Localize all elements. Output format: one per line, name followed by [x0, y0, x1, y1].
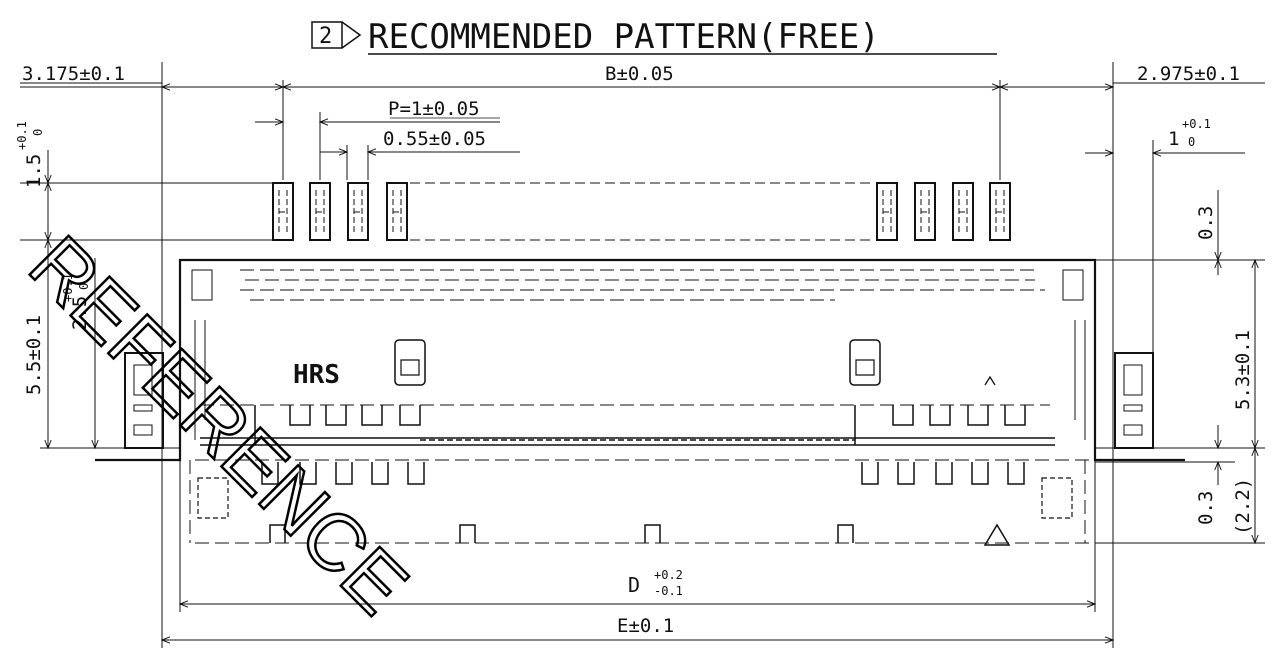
- dim-right-tab-width-main: 1: [1168, 128, 1179, 150]
- title-text: RECOMMENDED PATTERN(FREE): [368, 17, 880, 57]
- dim-left-25-tol-minus: 0: [77, 283, 91, 290]
- pad: [952, 182, 974, 241]
- left-tab-pad: [124, 352, 164, 449]
- polarity-marker: [849, 339, 881, 386]
- dim-left-25-tol-plus: +0.1: [61, 273, 75, 302]
- dim-b-width: B±0.05: [605, 63, 674, 85]
- dim-left-25: 2.5 +0.1 0: [61, 273, 91, 330]
- bottom-dimensions: [160, 460, 1115, 644]
- logo-mark: HRS: [293, 360, 340, 390]
- dim-right-53: 5.3±0.1: [1232, 330, 1254, 410]
- pad-row: [272, 182, 1011, 241]
- pad: [989, 182, 1011, 241]
- dim-right-03-bottom: 0.3: [1195, 491, 1217, 525]
- dim-pad-height: 1.5 +0.1 0: [15, 121, 45, 188]
- dim-d-main: D: [628, 573, 640, 597]
- title-block: 2 RECOMMENDED PATTERN(FREE): [311, 17, 997, 57]
- pad: [386, 182, 408, 241]
- pad: [914, 182, 936, 241]
- dim-pitch: P=1±0.05: [388, 98, 480, 120]
- dim-left-margin: 3.175±0.1: [22, 63, 125, 85]
- dim-d-tol-plus: +0.2: [654, 568, 683, 582]
- dim-left-55: 5.5±0.1: [23, 315, 45, 395]
- dim-right-03-top: 0.3: [1195, 206, 1217, 240]
- pad: [272, 182, 294, 241]
- top-dimensions: [20, 62, 1265, 648]
- connector-body: [95, 258, 1185, 546]
- polarity-marker: [394, 339, 426, 386]
- dim-left-25-main: 2.5: [69, 296, 91, 330]
- title-marker-box: [311, 21, 343, 49]
- dim-right-22: (2.2): [1232, 478, 1254, 535]
- dim-pad-height-tol-plus: +0.1: [15, 121, 29, 150]
- dim-e-width: E±0.1: [617, 615, 674, 637]
- dim-right-tab-width-tol-minus: 0: [1188, 135, 1195, 149]
- pin1-marker: [984, 375, 996, 386]
- dim-right-margin: 2.975±0.1: [1137, 63, 1240, 85]
- title-marker-arrow: [341, 21, 362, 49]
- pad: [347, 182, 369, 241]
- pin1-marker: [983, 523, 1011, 546]
- dim-right-tab-width: 1 +0.1 0: [1168, 117, 1211, 150]
- dim-pad-height-main: 1.5: [23, 154, 45, 188]
- pad: [309, 182, 331, 241]
- dim-d: D +0.2 -0.1: [628, 568, 683, 598]
- dim-right-tab-width-tol-plus: +0.1: [1182, 117, 1211, 131]
- title-marker: 2: [319, 24, 332, 49]
- left-dimensions: [20, 150, 273, 450]
- dim-pad-height-tol-minus: 0: [31, 129, 45, 136]
- pad: [876, 182, 898, 241]
- dim-pad-width: 0.55±0.05: [383, 128, 486, 150]
- right-tab-pad: [1114, 352, 1154, 449]
- dim-d-tol-minus: -0.1: [654, 584, 683, 598]
